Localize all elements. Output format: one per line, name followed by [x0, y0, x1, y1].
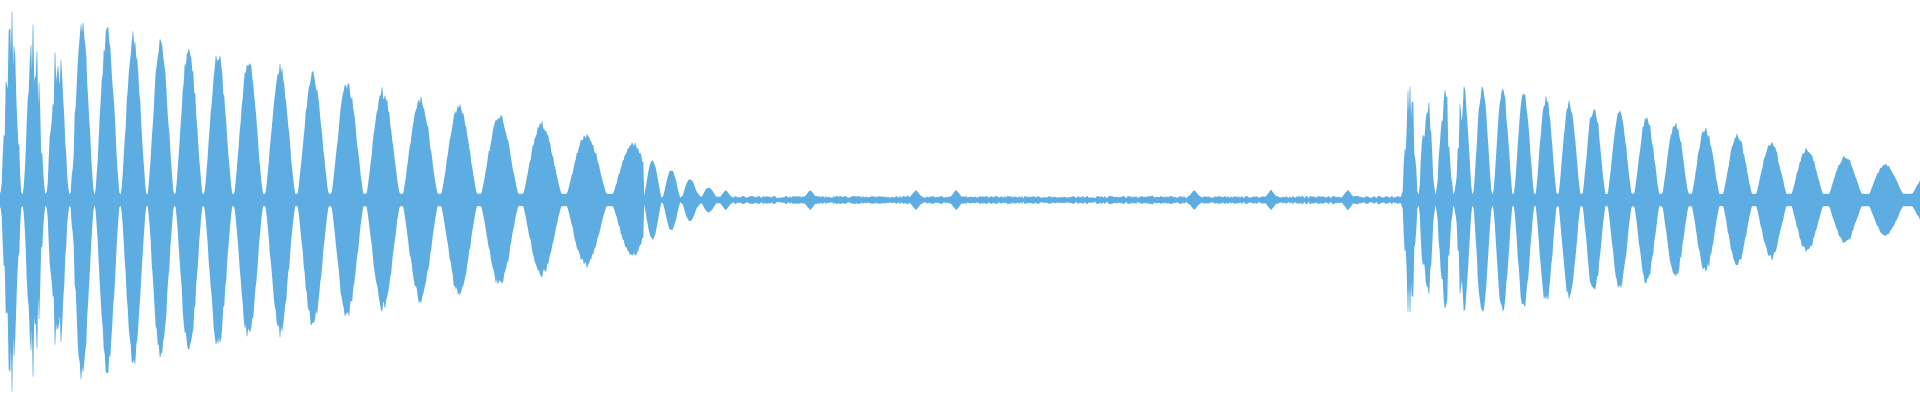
waveform-path	[0, 11, 1920, 392]
